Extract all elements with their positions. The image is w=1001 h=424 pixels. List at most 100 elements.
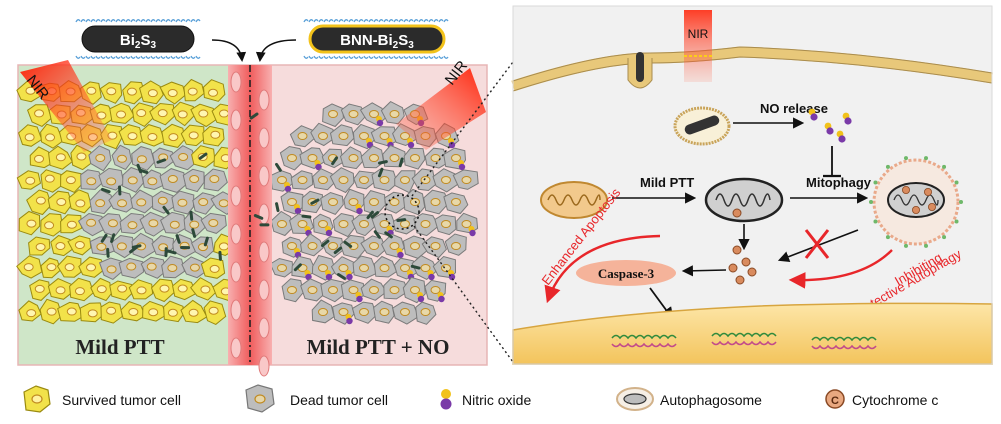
surface-ligand xyxy=(443,19,449,23)
surface-ligand xyxy=(75,55,81,59)
surface-ligand xyxy=(358,55,364,59)
surface-ligand xyxy=(160,19,166,23)
no-dot-purple xyxy=(356,295,363,303)
surface-ligand xyxy=(155,55,161,59)
cell-nucleus xyxy=(127,221,138,230)
cell-nucleus xyxy=(147,132,158,141)
mitophagy-label: Mitophagy xyxy=(806,175,872,190)
cell-nucleus xyxy=(307,154,318,162)
cell-nucleus xyxy=(147,89,158,98)
cell-nucleus xyxy=(126,87,137,96)
surface-ligand xyxy=(180,55,186,59)
surface-ligand xyxy=(160,55,166,59)
surface-ligand xyxy=(145,19,151,23)
cell-nucleus xyxy=(451,154,461,162)
surface-ligand xyxy=(383,55,389,59)
surface-ligand xyxy=(433,55,439,59)
red-blood-cell xyxy=(230,223,242,245)
surface-ligand xyxy=(130,19,136,23)
surface-ligand xyxy=(393,55,399,59)
cell-nucleus xyxy=(178,152,189,161)
nanorod xyxy=(398,157,404,168)
cell-nucleus xyxy=(410,154,420,162)
cell-nucleus xyxy=(24,133,35,142)
cell-nucleus xyxy=(86,263,97,272)
surface-ligand xyxy=(130,55,136,59)
nanorod xyxy=(191,228,197,238)
cytochrome-c-cluster xyxy=(728,245,757,285)
surface-ligand xyxy=(443,55,449,59)
red-blood-cell xyxy=(258,89,270,111)
surface-ligand xyxy=(195,55,201,59)
cell-nucleus xyxy=(297,176,308,184)
surface-ligand xyxy=(333,55,339,59)
surface-ligand xyxy=(135,55,141,59)
surface-ligand xyxy=(115,19,121,23)
surface-ligand xyxy=(418,55,424,59)
nanorod xyxy=(198,152,208,160)
membrane-dot xyxy=(869,200,873,204)
cell-nucleus xyxy=(430,286,441,294)
cell-nucleus xyxy=(169,220,180,229)
surface-ligand xyxy=(378,19,384,23)
surface-ligand xyxy=(195,19,201,23)
no-dot-purple xyxy=(469,229,476,237)
surface-ligand xyxy=(313,55,319,59)
surface-ligand xyxy=(303,19,309,23)
surface-ligand xyxy=(408,55,414,59)
no-dot-purple xyxy=(397,251,404,259)
surface-ligand xyxy=(170,19,176,23)
legend-survived: Survived tumor cell xyxy=(23,385,181,413)
legend: Survived tumor cell Dead tumor cell Nitr… xyxy=(23,384,938,413)
cell-nucleus xyxy=(167,308,178,317)
cell-nucleus xyxy=(328,242,338,250)
surface-ligand xyxy=(333,19,339,23)
nanorod xyxy=(301,214,312,219)
cell-nucleus xyxy=(400,264,410,272)
cell-nucleus xyxy=(35,242,46,251)
cell-nucleus xyxy=(218,242,229,251)
surface-ligand xyxy=(150,19,156,23)
bi2s3-label: Bi2S3 xyxy=(120,32,157,51)
cell-nucleus xyxy=(359,220,369,228)
cell-nucleus xyxy=(189,175,200,184)
red-blood-cell xyxy=(258,241,270,263)
nanorods xyxy=(100,112,421,280)
membrane-dot xyxy=(873,219,878,224)
cell-nucleus xyxy=(96,285,107,294)
tumor-panel: NIR NIR Mild PTT Mild PTT + NO xyxy=(16,58,514,377)
surface-ligand xyxy=(368,19,374,23)
cell-nucleus xyxy=(117,284,128,293)
cell-nucleus xyxy=(219,109,230,118)
no-dot-purple xyxy=(407,141,415,149)
legend-label-survived: Survived tumor cell xyxy=(62,392,181,408)
nanorod xyxy=(253,214,264,220)
cell-nucleus xyxy=(451,242,461,250)
surface-ligand xyxy=(180,19,186,23)
cell-nucleus xyxy=(198,109,209,118)
surface-ligand xyxy=(438,55,444,59)
cell-nucleus xyxy=(209,175,220,184)
surface-ligand xyxy=(125,55,131,59)
cell-nucleus xyxy=(128,307,139,316)
cell-nucleus xyxy=(46,263,57,272)
cell-nucleus xyxy=(188,308,199,317)
nanorod xyxy=(100,233,108,243)
cell-nucleus xyxy=(107,219,118,228)
cell-nucleus xyxy=(420,176,431,184)
cell-nucleus xyxy=(136,286,147,295)
cell-nucleus xyxy=(369,286,379,294)
no-dot-purple xyxy=(376,119,384,127)
cell-nucleus xyxy=(338,308,349,316)
arrow-bnn-in xyxy=(255,39,297,62)
no-dot-purple xyxy=(315,163,322,171)
cell-nucleus xyxy=(369,110,379,118)
surface-ligand xyxy=(343,19,349,23)
cell-nucleus xyxy=(420,308,431,316)
surface-ligand xyxy=(140,19,146,23)
membrane-dot xyxy=(924,156,929,161)
cell-nucleus xyxy=(66,307,77,316)
cell-nucleus xyxy=(208,306,219,315)
cell-nucleus xyxy=(64,263,75,272)
cell-nucleus xyxy=(106,87,117,96)
